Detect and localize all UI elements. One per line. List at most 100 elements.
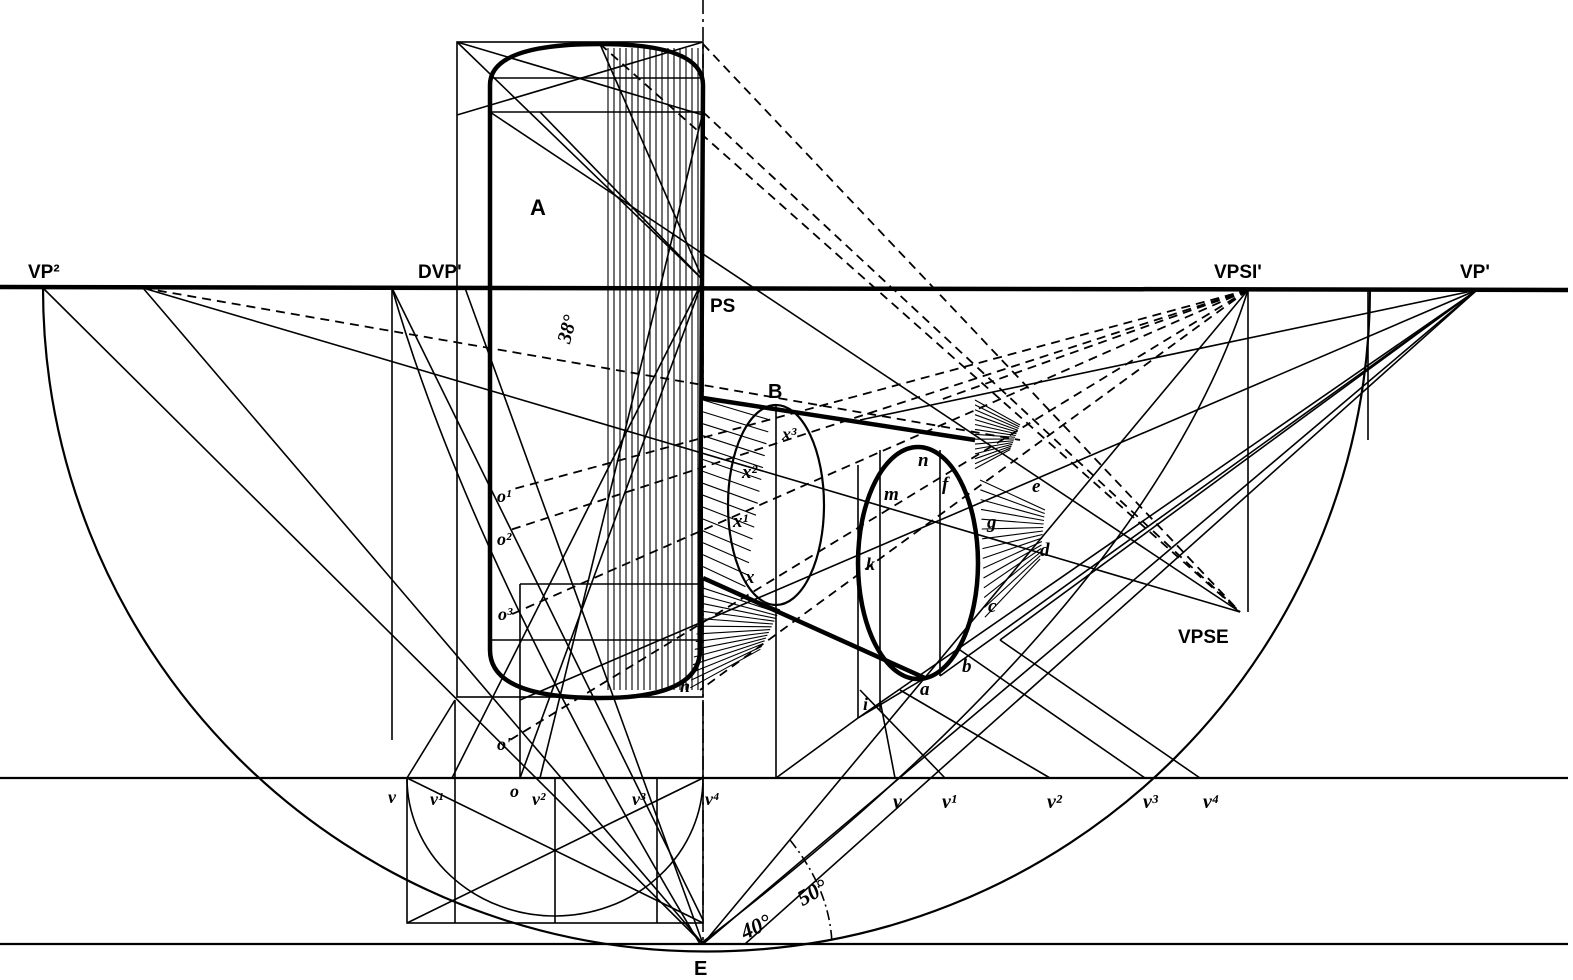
label-b-point: b xyxy=(962,656,972,677)
shadow-hatch-line xyxy=(974,447,1012,465)
shadow-hatch-line xyxy=(702,554,748,576)
shadow-hatch-line xyxy=(695,631,769,643)
shadow-hatch-line xyxy=(974,428,1016,437)
label-x1: x¹ xyxy=(732,511,749,532)
shadow-hatch-line xyxy=(982,540,1043,569)
label-c: c xyxy=(988,596,997,617)
label-o3: o³ xyxy=(498,604,513,624)
shadow-hatch-line xyxy=(982,537,1043,559)
cylinder-b xyxy=(702,395,981,779)
label-left-v: v xyxy=(388,787,397,807)
cylinder-a-shading xyxy=(607,48,699,690)
shadow-hatch-line xyxy=(700,602,776,619)
label-h: h xyxy=(680,676,690,696)
shadow-hatch-line xyxy=(982,530,1043,540)
shadow-hatch-line xyxy=(699,610,775,622)
label-ps: PS xyxy=(710,296,735,317)
shadow-hatch-line xyxy=(691,643,764,673)
shadow-hatch-line xyxy=(702,411,769,433)
label-left-v1: v¹ xyxy=(430,789,443,809)
shadow-hatch-line xyxy=(974,409,1019,430)
shadow-hatch-line xyxy=(702,530,751,552)
measuring-semicircle xyxy=(41,287,1372,953)
label-o4: o' xyxy=(497,734,511,754)
shadow-hatch-line xyxy=(981,518,1044,525)
shadow-hatch-line xyxy=(974,445,1012,460)
base-plan-box xyxy=(406,699,704,924)
label-o2: o² xyxy=(497,529,512,549)
label-x: x xyxy=(744,567,755,588)
label-g: g xyxy=(986,512,997,533)
shadow-hatch-line xyxy=(974,414,1019,431)
shadow-hatch-line xyxy=(974,449,1011,470)
label-right-v4: v⁴ xyxy=(1203,791,1219,813)
shadow-hatch-line xyxy=(702,566,746,588)
label-left-v2: v² xyxy=(532,789,546,809)
label-a: A xyxy=(530,195,546,220)
shadow-hatch-line xyxy=(701,587,779,614)
label-right-v: v xyxy=(893,791,903,813)
shadow-hatch-line xyxy=(981,526,1044,530)
shadow-hatch-line xyxy=(702,435,765,457)
shadow-hatch-line xyxy=(983,551,1042,599)
label-e: E xyxy=(694,958,707,980)
shadow-hatch-line xyxy=(689,648,761,689)
shadow-hatch-line xyxy=(690,645,763,681)
shadow-hatch-line xyxy=(696,629,771,635)
shadow-hatch-line xyxy=(974,399,1021,426)
label-right-v1: v¹ xyxy=(942,791,957,813)
shadow-hatch-line xyxy=(979,479,1046,511)
label-f: f xyxy=(942,474,950,495)
label-o1: o¹ xyxy=(497,486,511,506)
shadow-hatch-line xyxy=(984,555,1041,608)
shadow-hatch-line xyxy=(692,640,765,666)
shadow-hatch-line xyxy=(697,625,772,628)
label-b: B xyxy=(768,381,782,403)
shadow-hatch-line xyxy=(702,423,767,445)
label-right-v2: v² xyxy=(1047,791,1063,813)
cylinder-a-outline xyxy=(487,41,706,701)
shadow-hatch-line xyxy=(980,489,1045,515)
label-vpsi1: VPSI' xyxy=(1214,262,1262,283)
angle-arc xyxy=(789,839,833,945)
shadow-hatch-line xyxy=(702,542,750,564)
shadow-hatch-line xyxy=(980,508,1045,522)
shadow-hatch-line xyxy=(702,579,781,611)
label-o: o xyxy=(510,781,519,801)
label-x2: x² xyxy=(741,462,759,483)
shadow-hatch-line xyxy=(974,440,1014,445)
shadow-hatch-line xyxy=(974,441,1014,450)
shadow-hatch-line xyxy=(974,433,1016,438)
shadow-hatch-line xyxy=(702,482,758,504)
label-a-point: a xyxy=(920,679,930,700)
label-left-v4: v⁴ xyxy=(705,789,719,809)
label-n: n xyxy=(918,450,929,471)
label-vpse: VPSE xyxy=(1178,627,1229,648)
label-vp2: VP² xyxy=(28,262,60,283)
shadow-hatch-line xyxy=(702,399,771,421)
shadow-hatch-line xyxy=(698,617,774,625)
shadow-hatch-line xyxy=(702,518,753,540)
shadow-hatch-line xyxy=(702,494,757,516)
shadow-hatch-line xyxy=(702,506,755,528)
shadow-hatch-line xyxy=(693,637,767,658)
label-dvp1: DVP' xyxy=(418,262,462,283)
shadow-hatch-line xyxy=(974,404,1020,428)
label-e-point: e xyxy=(1032,476,1041,497)
shadow-hatch-line xyxy=(702,458,762,481)
horizon-line xyxy=(0,284,1569,293)
label-angle-38: 38° xyxy=(553,313,582,347)
shadow-hatch-line xyxy=(974,443,1013,455)
label-m: m xyxy=(884,484,899,505)
construction-lines xyxy=(42,41,1478,945)
label-angle-40: 40° xyxy=(735,909,775,945)
label-k: k xyxy=(866,554,875,574)
shadow-hatch-line xyxy=(694,634,768,650)
label-right-v3: v³ xyxy=(1143,791,1159,813)
shadow-hatch-line xyxy=(974,419,1018,433)
label-i: i xyxy=(863,694,868,714)
label-vp1: VP' xyxy=(1460,262,1490,283)
label-d: d xyxy=(1040,540,1050,561)
shadow-hatch-line xyxy=(980,499,1045,518)
